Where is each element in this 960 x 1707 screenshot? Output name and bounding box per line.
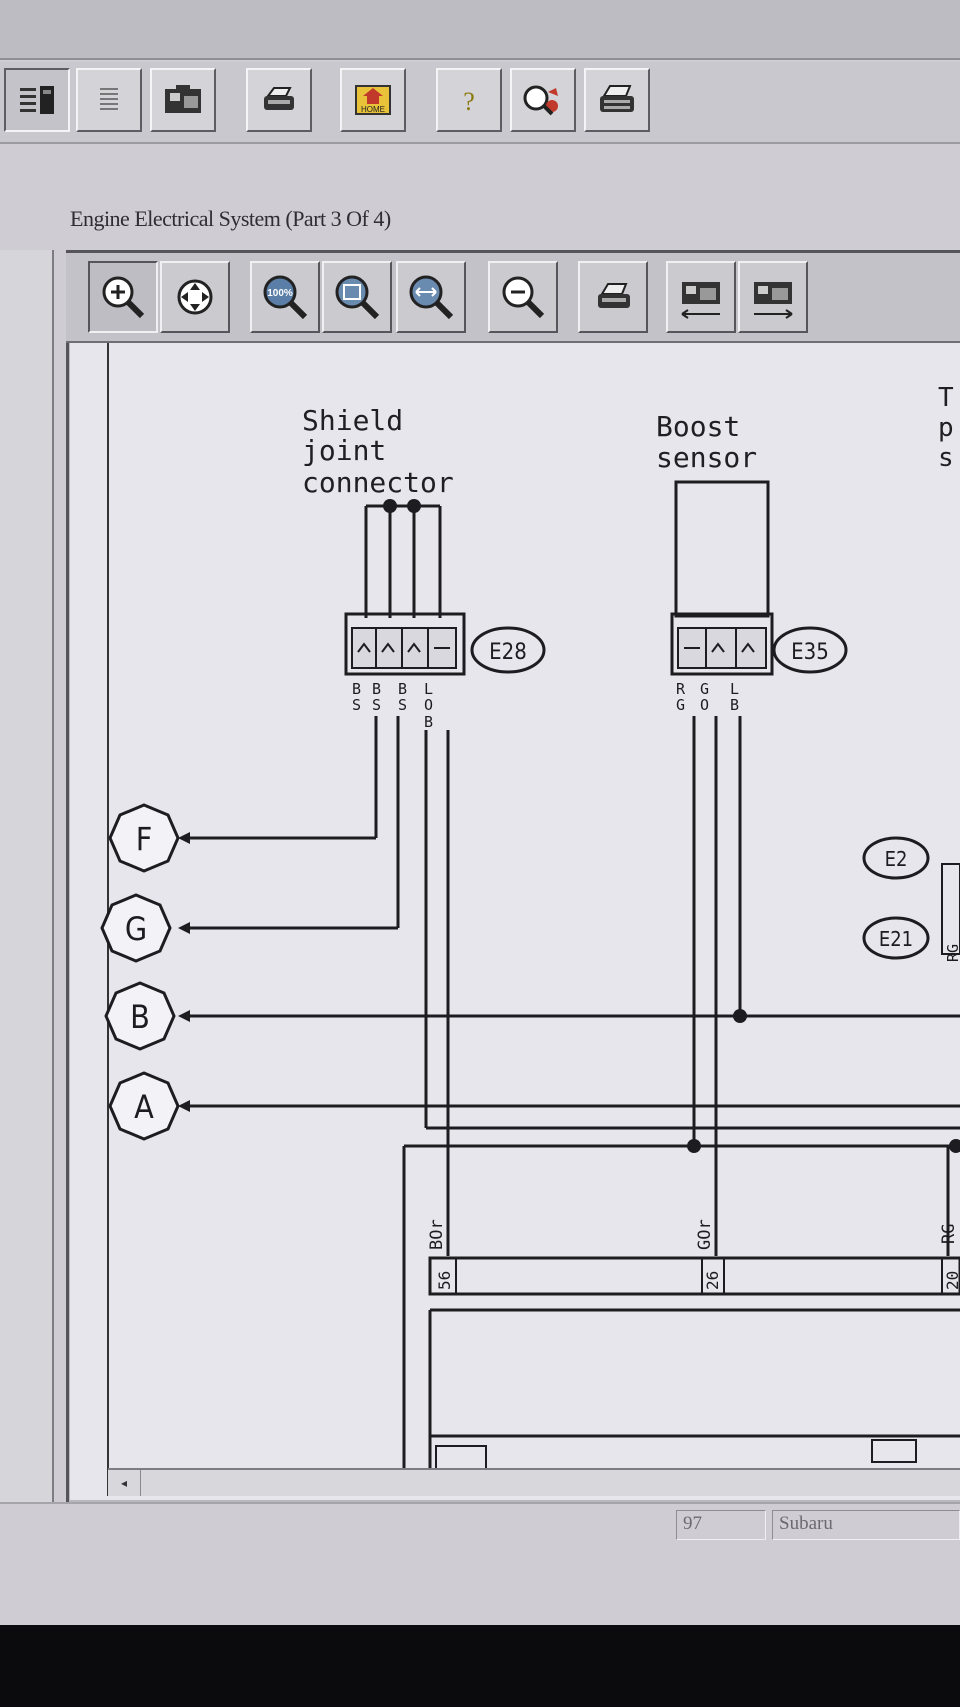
e35-code: G: [676, 696, 685, 714]
text-button[interactable]: [76, 68, 142, 132]
zoom-100-button[interactable]: 100%: [250, 261, 320, 333]
zoom-width-icon: [409, 275, 454, 320]
e35-code: L: [730, 680, 739, 698]
connector-e21-label: E21: [879, 927, 913, 951]
help-button[interactable]: ?: [436, 68, 502, 132]
e28-code: B: [424, 713, 433, 731]
wiring-diagram[interactable]: Shield joint connector Boost sensor T p …: [70, 343, 960, 1500]
shield-label-2: joint: [302, 434, 386, 467]
print-icon: [598, 283, 630, 308]
connector-e28-label: E28: [489, 640, 527, 665]
e35-code: R: [676, 680, 686, 698]
zoom-width-button[interactable]: [396, 261, 466, 333]
zoom-out-button[interactable]: [488, 261, 558, 333]
search-button[interactable]: [510, 68, 576, 132]
text-icon: [100, 88, 118, 110]
viewer-toolbar: 100%: [66, 253, 960, 343]
pin-20: 20: [943, 1271, 960, 1290]
app-window: HOME ? Engine Electrical System (Part 3 …: [0, 0, 960, 1626]
search-icon: [523, 85, 558, 116]
contents-icon: [20, 86, 54, 114]
zoom-100-icon: 100%: [263, 275, 308, 320]
subheader: [0, 144, 960, 248]
diagram-icon: [165, 85, 201, 113]
e28-code: B: [352, 680, 361, 698]
boost-label-2: sensor: [656, 441, 757, 474]
wiring-diagram-canvas: Shield joint connector Boost sensor T p …: [100, 343, 960, 1496]
shield-label-3: connector: [302, 466, 454, 499]
e28-code: L: [424, 680, 433, 698]
scroll-left-arrow-icon[interactable]: ◂: [108, 1470, 141, 1496]
contents-button[interactable]: [4, 68, 70, 132]
monitor-bezel: [0, 1625, 960, 1707]
e35-code: G: [700, 680, 709, 698]
pin-26: 26: [703, 1271, 722, 1290]
right-wire-code: RG: [944, 944, 960, 962]
next-diagram-icon: [754, 282, 793, 319]
wire-code-bor: BOr: [427, 1219, 447, 1250]
viewer-print-button[interactable]: [578, 261, 648, 333]
e28-code: B: [372, 680, 381, 698]
main-toolbar: HOME ?: [0, 62, 960, 144]
marker-a: A: [134, 1088, 154, 1126]
pin-56: 56: [435, 1271, 454, 1290]
marker-b: B: [130, 998, 150, 1036]
zoom-in-button[interactable]: [88, 261, 158, 333]
e28-code: B: [398, 680, 407, 698]
e28-code: O: [424, 696, 433, 714]
pan-button[interactable]: [160, 261, 230, 333]
marker-g: G: [125, 910, 147, 948]
horizontal-scrollbar[interactable]: ◂: [108, 1468, 960, 1496]
pan-icon: [177, 279, 213, 315]
third-label-3: s: [938, 443, 954, 473]
prev-diagram-button[interactable]: [666, 261, 736, 333]
help-label: ?: [463, 87, 475, 116]
wire-code-gor: GOr: [695, 1219, 715, 1250]
zoom-100-label: 100%: [267, 288, 293, 299]
e35-code: O: [700, 696, 709, 714]
status-page: 97: [676, 1510, 766, 1540]
third-label-1: T: [938, 383, 954, 413]
zoom-fit-button[interactable]: [322, 261, 392, 333]
zoom-in-icon: [102, 276, 145, 319]
boost-label-1: Boost: [656, 410, 740, 443]
next-diagram-button[interactable]: [738, 261, 808, 333]
title-bar: [0, 0, 960, 60]
connector-e2-label: E2: [885, 847, 908, 871]
zoom-out-icon: [502, 276, 545, 319]
status-make: Subaru: [772, 1510, 960, 1540]
marker-f: F: [136, 820, 153, 858]
fax-icon: [600, 85, 634, 112]
fax-button[interactable]: [584, 68, 650, 132]
help-icon: ?: [463, 87, 475, 116]
diagram-button[interactable]: [150, 68, 216, 132]
home-label: HOME: [361, 105, 385, 114]
print-icon: [264, 87, 294, 110]
home-icon: HOME: [355, 85, 391, 115]
document-title: Engine Electrical System (Part 3 Of 4): [70, 206, 391, 231]
third-label-2: p: [938, 413, 954, 443]
wire-code-rg: RG: [939, 1224, 959, 1244]
prev-diagram-icon: [681, 282, 720, 319]
zoom-fit-icon: [335, 275, 380, 320]
e28-code: S: [372, 696, 381, 714]
e28-code: S: [398, 696, 407, 714]
status-bar: [0, 1502, 960, 1626]
navigation-pane[interactable]: [0, 250, 54, 1502]
connector-e35-label: E35: [791, 640, 829, 665]
e28-code: S: [352, 696, 361, 714]
shield-label-1: Shield: [302, 404, 403, 437]
print-button[interactable]: [246, 68, 312, 132]
home-button[interactable]: HOME: [340, 68, 406, 132]
e35-code: B: [730, 696, 739, 714]
